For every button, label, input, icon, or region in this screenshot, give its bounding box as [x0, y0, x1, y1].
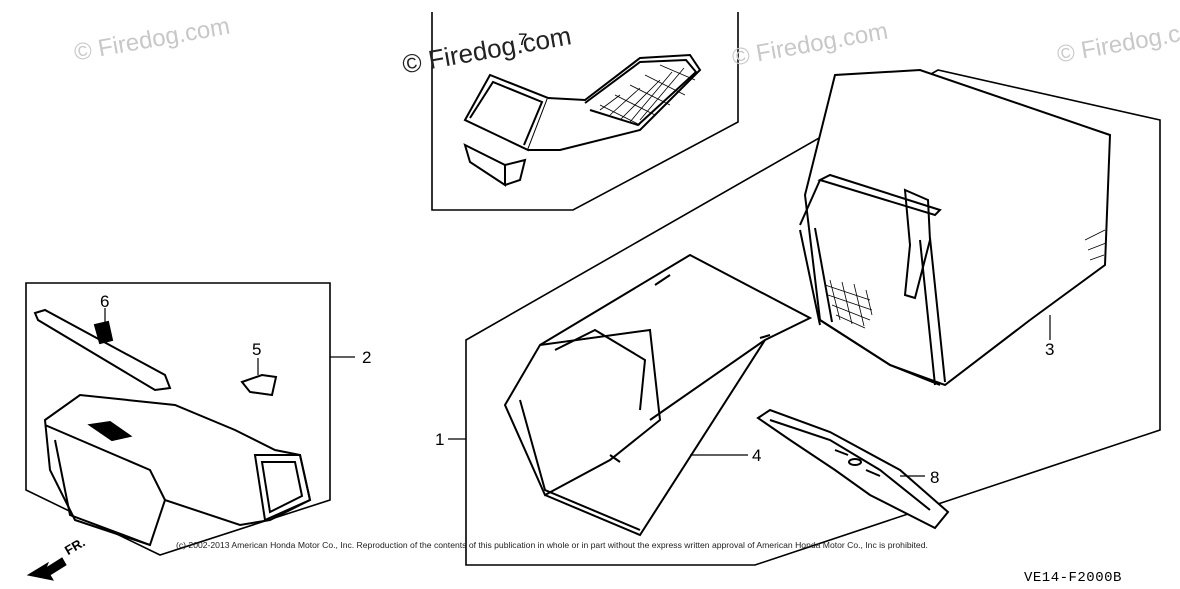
callout-6: 6: [100, 292, 110, 311]
callout-7: 7: [518, 30, 528, 49]
frame-part-2: [25, 282, 331, 556]
frame-part-7: [431, 12, 739, 211]
part-7-chute: [463, 53, 702, 187]
part-6-bracket: [33, 308, 172, 392]
part-7-mesh: [599, 64, 696, 126]
callout-3: 3: [1045, 340, 1055, 359]
part-5-shield: [240, 373, 278, 397]
part-3-mesh: [824, 229, 1107, 329]
part-2-discharge-body: [43, 393, 312, 547]
copyright-notice: (c) 2002-2013 American Honda Motor Co., …: [176, 540, 928, 550]
figure-code: VE14-F2000B: [1024, 570, 1122, 586]
part-4-wire-frame: [503, 253, 813, 537]
frame-assembly-1: [465, 69, 1161, 566]
callout-4: 4: [752, 446, 762, 465]
callout-1: 1: [435, 430, 445, 449]
part-8-blade: [756, 408, 950, 530]
callout-8: 8: [930, 468, 940, 487]
part-3-grass-bag: [799, 68, 1112, 387]
front-arrow-icon: [26, 557, 67, 581]
callout-2: 2: [362, 348, 372, 367]
callout-5: 5: [252, 340, 262, 359]
